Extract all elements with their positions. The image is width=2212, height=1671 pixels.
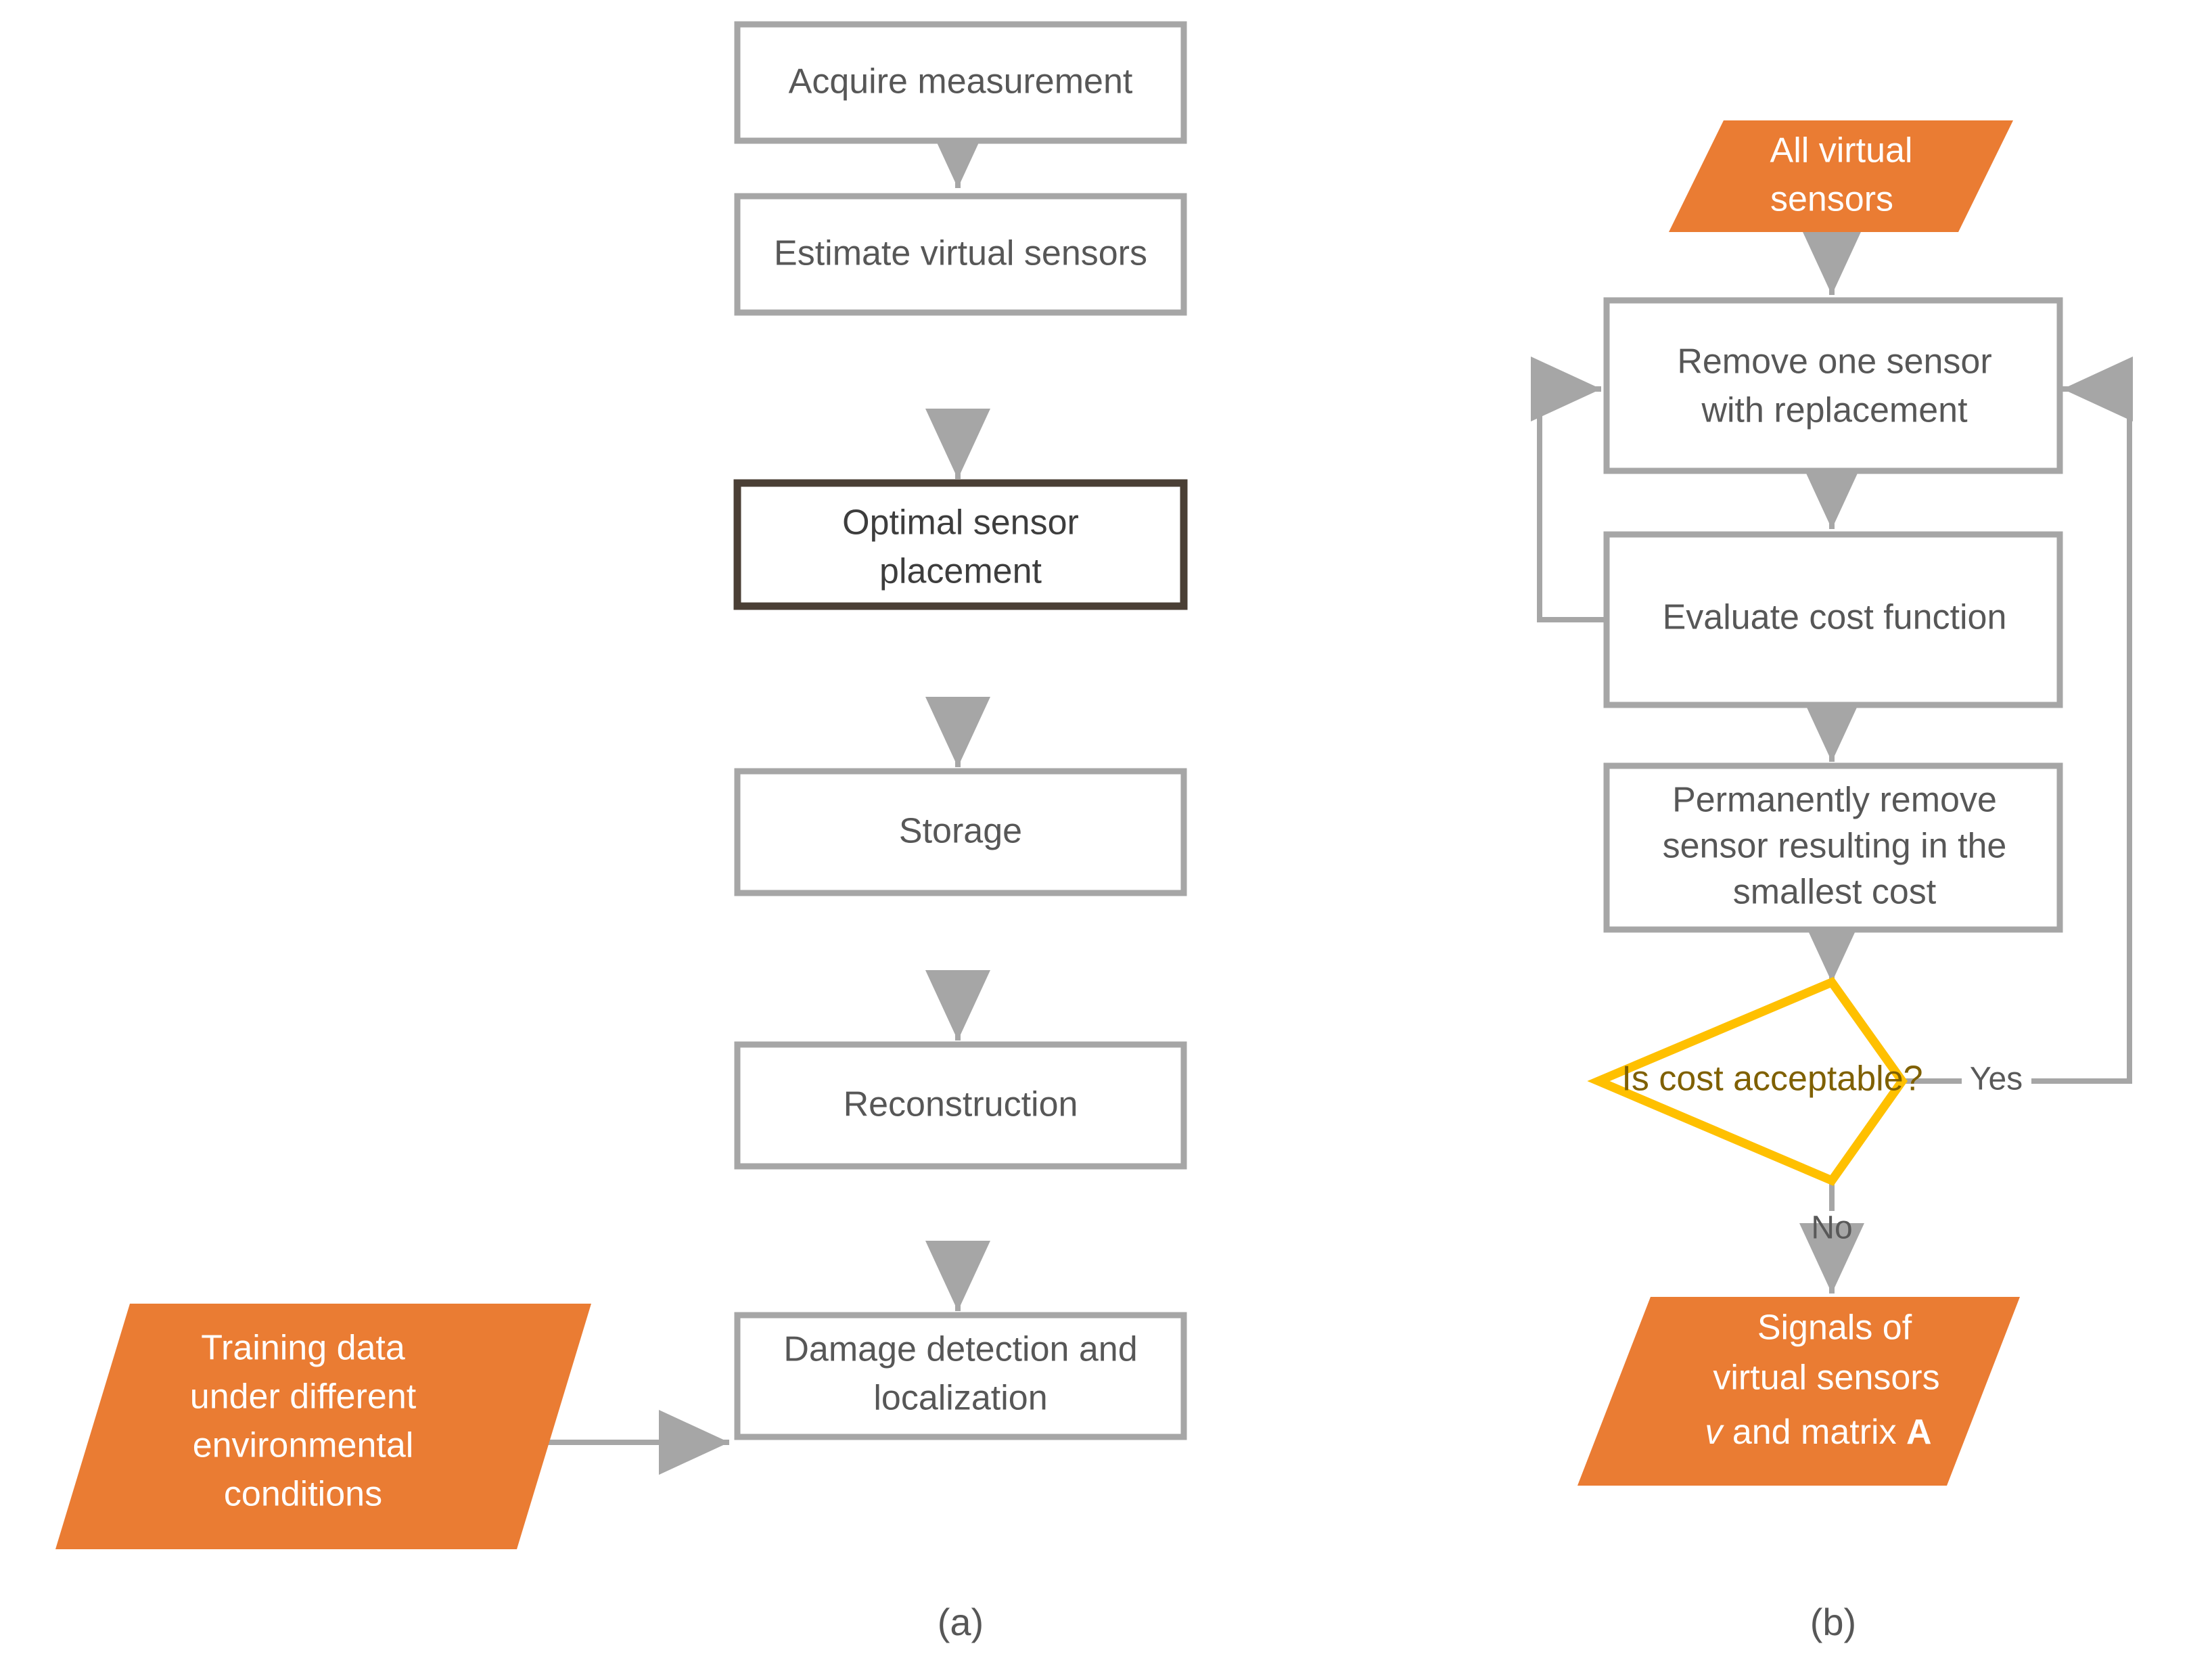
node-is-cost-acceptable[interactable]: Is cost acceptable? — [1587, 976, 1923, 1187]
is-cost-acceptable-label: Is cost acceptable? — [1621, 1059, 1922, 1099]
node-all-virtual-sensors[interactable]: All virtual sensors — [1669, 120, 2013, 232]
signals-label-line1: Signals of — [1757, 1308, 1912, 1348]
node-signals-of-virtual-sensors[interactable]: Signals of virtual sensors v and matrix … — [1577, 1297, 2020, 1486]
storage-box[interactable] — [734, 768, 1187, 896]
edge-label-yes: Yes — [1970, 1061, 2023, 1097]
permanently-remove-sensor-label-line1: Permanently remove — [1672, 781, 1997, 820]
node-acquire-measurement[interactable]: Acquire measurement — [734, 21, 1187, 144]
panel-b-caption: (b) — [1810, 1601, 1856, 1643]
node-training-data[interactable]: Training data under different environmen… — [55, 1304, 591, 1549]
node-reconstruction[interactable]: Reconstruction — [734, 1041, 1187, 1170]
node-optimal-sensor-placement[interactable]: Optimal sensor placement — [733, 479, 1188, 610]
signals-line3-mid: and matrix — [1722, 1413, 1906, 1452]
remove-one-sensor-label-line1: Remove one sensor — [1677, 342, 1991, 382]
signals-a-symbol: A — [1906, 1413, 1932, 1452]
node-estimate-virtual-sensors[interactable]: Estimate virtual sensors — [734, 193, 1187, 316]
edge-label-no: No — [1811, 1210, 1852, 1246]
signals-label-line2: virtual sensors — [1713, 1358, 1939, 1398]
acquire-measurement-label: Acquire measurement — [789, 62, 1133, 101]
estimate-virtual-sensors-box[interactable] — [734, 193, 1187, 316]
remove-one-sensor-box[interactable] — [1603, 297, 2063, 474]
damage-detection-box[interactable] — [734, 1312, 1187, 1440]
permanently-remove-sensor-label-line2: sensor resulting in the — [1663, 827, 2007, 866]
panel-a-caption: (a) — [938, 1601, 984, 1643]
node-permanently-remove-sensor[interactable]: Permanently remove sensor resulting in t… — [1603, 762, 2063, 933]
training-data-label-line2: under different — [190, 1377, 417, 1417]
panel-b-connectors — [1531, 225, 2129, 1294]
reconstruction-label: Reconstruction — [844, 1085, 1078, 1124]
node-remove-one-sensor[interactable]: Remove one sensor with replacement — [1603, 297, 2063, 474]
damage-detection-label-line2: localization — [873, 1379, 1047, 1418]
training-data-parallelogram[interactable] — [55, 1304, 591, 1549]
node-storage[interactable]: Storage — [734, 768, 1187, 896]
is-cost-acceptable-diamond[interactable] — [1587, 976, 1908, 1187]
edge-decision-yes-to-remove — [1902, 389, 2129, 1084]
all-virtual-sensors-parallelogram[interactable] — [1669, 120, 2013, 232]
evaluate-cost-function-label: Evaluate cost function — [1663, 598, 2007, 637]
all-virtual-sensors-label-line2: sensors — [1770, 180, 1893, 219]
signals-label-line3: v and matrix A — [1705, 1413, 1931, 1452]
optimal-sensor-placement-box[interactable] — [733, 479, 1188, 610]
acquire-measurement-box[interactable] — [734, 21, 1187, 144]
signals-of-virtual-sensors-parallelogram[interactable] — [1577, 1297, 2020, 1486]
estimate-virtual-sensors-label: Estimate virtual sensors — [774, 234, 1147, 273]
edge-evaluate-feedback-to-remove — [1531, 357, 1607, 622]
permanently-remove-sensor-label-line3: smallest cost — [1733, 873, 1937, 912]
training-data-label-line3: environmental — [193, 1426, 414, 1465]
panel-a-connectors — [518, 118, 990, 1475]
optimal-sensor-placement-label-line2: placement — [879, 552, 1042, 591]
signals-v-symbol: v — [1705, 1413, 1724, 1452]
training-data-label-line1: Training data — [201, 1329, 405, 1368]
damage-detection-label-line1: Damage detection and — [783, 1330, 1137, 1369]
node-evaluate-cost-function[interactable]: Evaluate cost function — [1603, 531, 2063, 708]
remove-one-sensor-label-line2: with replacement — [1701, 391, 1968, 430]
storage-label: Storage — [899, 812, 1022, 851]
evaluate-cost-function-box[interactable] — [1603, 531, 2063, 708]
permanently-remove-sensor-box[interactable] — [1603, 762, 2063, 933]
node-damage-detection[interactable]: Damage detection and localization — [734, 1312, 1187, 1440]
optimal-sensor-placement-label-line1: Optimal sensor — [842, 503, 1079, 543]
reconstruction-box[interactable] — [734, 1041, 1187, 1170]
training-data-label-line4: conditions — [224, 1475, 382, 1514]
all-virtual-sensors-label-line1: All virtual — [1770, 131, 1913, 170]
